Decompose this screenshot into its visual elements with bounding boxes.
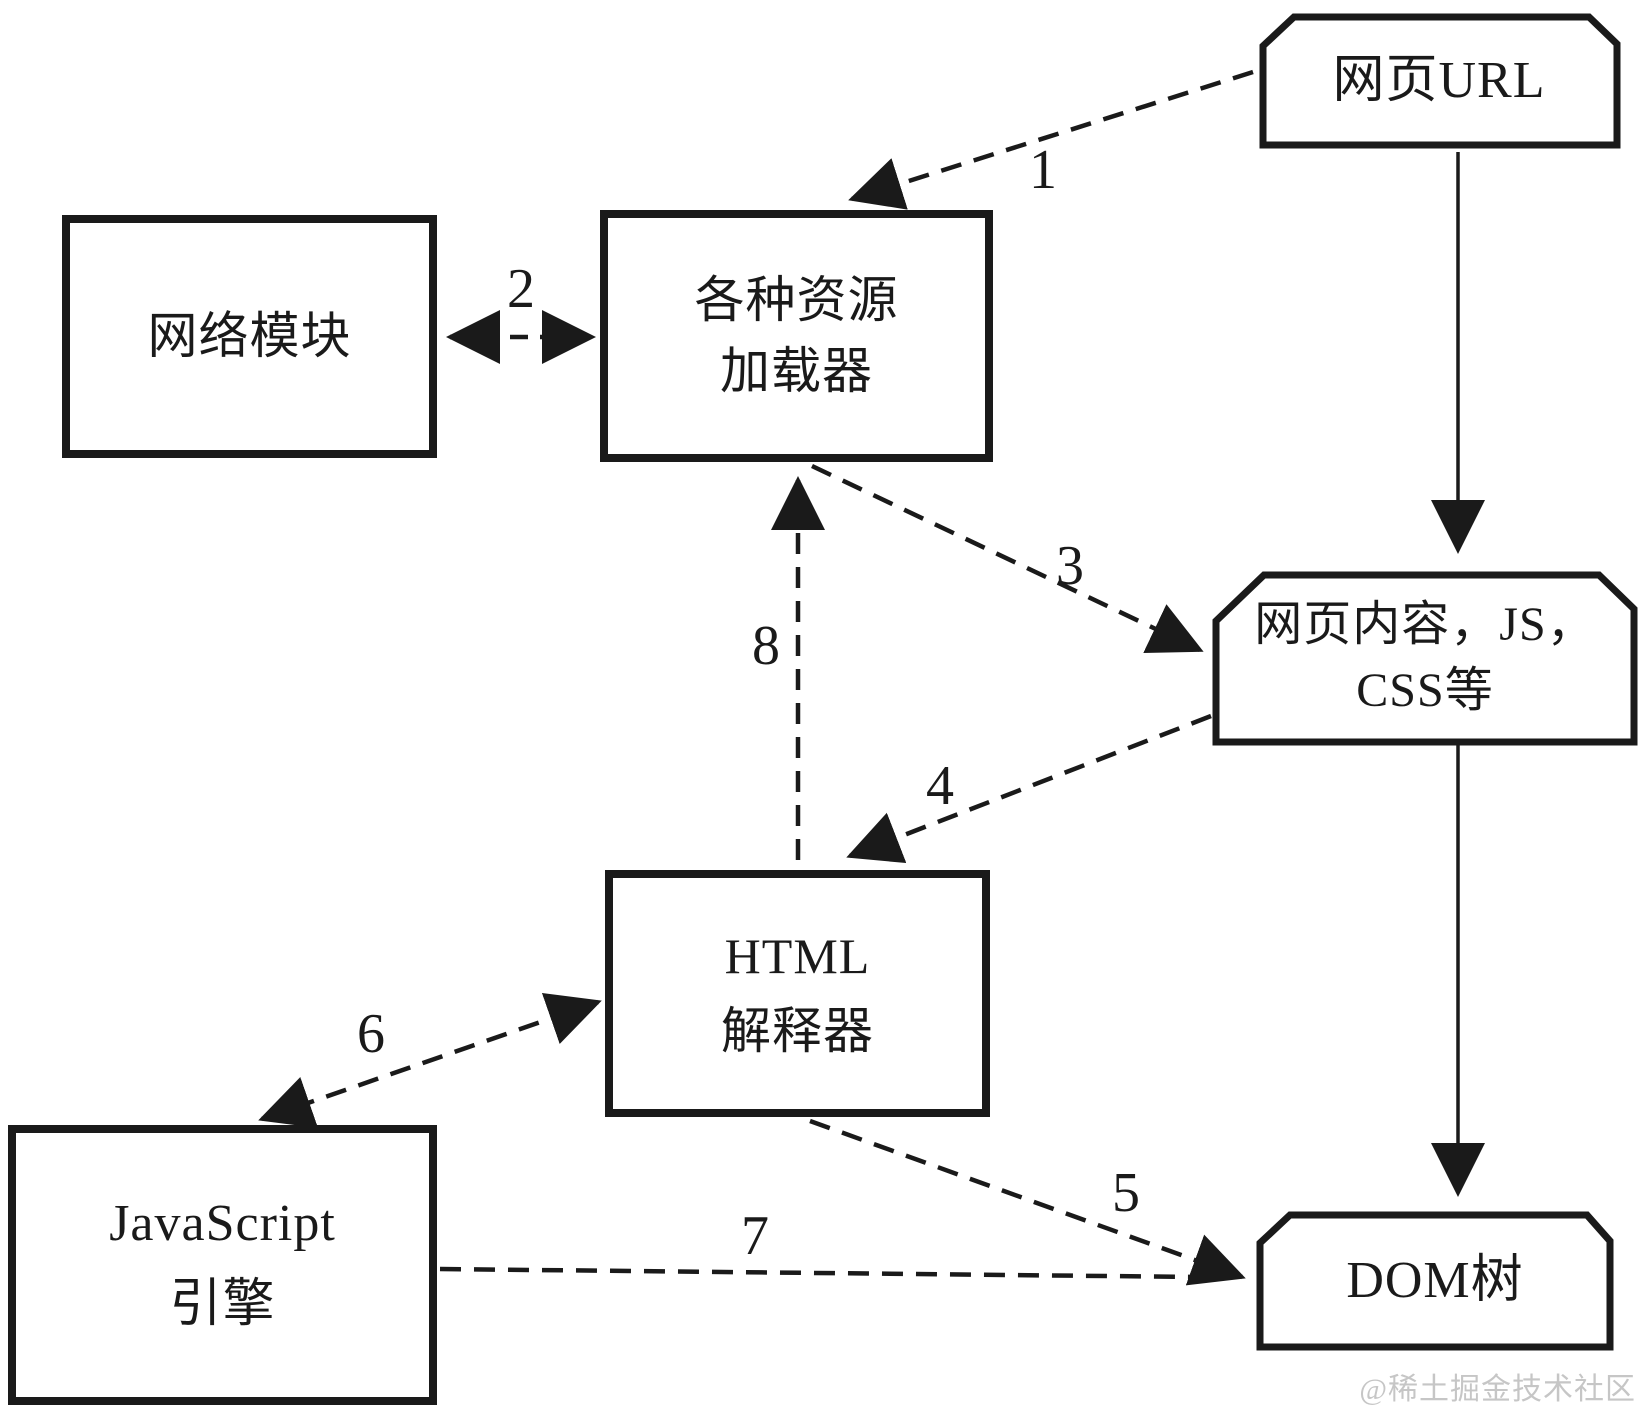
arrow-7-line — [439, 1266, 1199, 1280]
html-interpreter-box-shape — [605, 870, 990, 1117]
content-box-shape — [1212, 571, 1638, 746]
resource-loader-box-shape — [600, 210, 993, 462]
arrow-5-line — [809, 1118, 1246, 1286]
js-engine-box-shape — [8, 1125, 437, 1405]
url-box-shape — [1259, 13, 1621, 149]
watermark: @稀土掘金技术社区 — [1359, 1373, 1636, 1406]
arrow-6-line — [258, 992, 602, 1129]
arrow-1-line — [848, 69, 1254, 210]
arrow-4-line — [846, 713, 1212, 864]
network-module-box-shape — [62, 215, 437, 458]
dom-tree-box-shape — [1256, 1211, 1614, 1351]
arrow-3-line — [811, 463, 1204, 653]
